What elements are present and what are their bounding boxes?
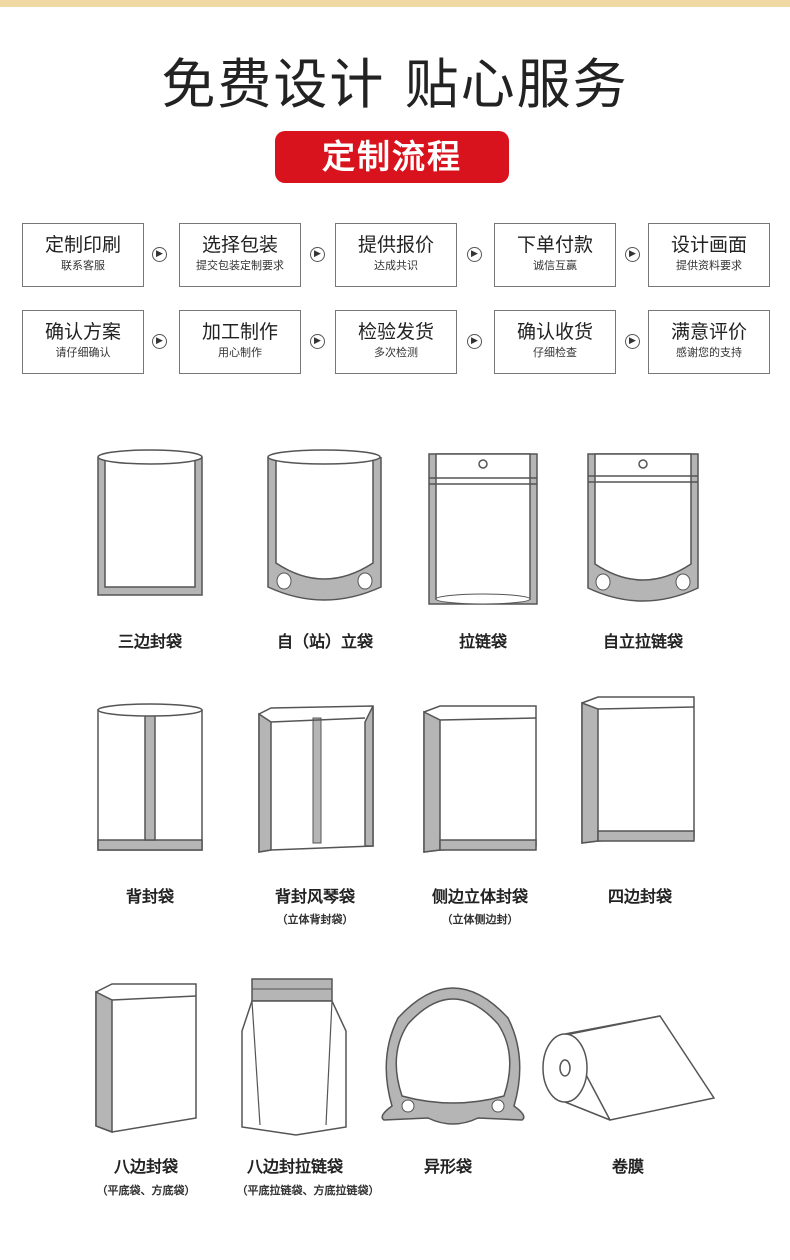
bag-name: 自（站）立袋: [276, 632, 373, 651]
back-seal-gusset-bag-illustration: [253, 700, 378, 860]
step-title: 选择包装: [201, 234, 278, 256]
back-seal-bag-illustration: [90, 700, 210, 858]
step-box: 满意评价感谢您的支持: [648, 310, 770, 374]
chevron-right-icon: ▶: [152, 247, 167, 262]
bag-note: （立体侧边封）: [441, 913, 519, 926]
chevron-right-icon: ▶: [467, 334, 482, 349]
four-side-seal-bag-illustration: [578, 695, 698, 855]
bag-name: 八边封袋: [113, 1157, 178, 1176]
bag-name: 拉链袋: [458, 632, 507, 651]
bag-name: 侧边立体封袋: [431, 887, 528, 906]
chevron-right-icon: ▶: [625, 334, 640, 349]
step-title: 确认方案: [44, 321, 121, 343]
step-box: 加工制作用心制作: [179, 310, 301, 374]
step-subtitle: 感谢您的支持: [676, 346, 742, 359]
process-row-2: 确认方案请仔细确认 ▶ 加工制作用心制作 ▶ 检验发货多次检测 ▶ 确认收货仔细…: [22, 310, 772, 376]
three-side-seal-bag-illustration: [90, 445, 210, 605]
step-box: 检验发货多次检测: [335, 310, 457, 374]
chevron-right-icon: ▶: [625, 247, 640, 262]
step-title: 定制印刷: [44, 234, 121, 256]
step-subtitle: 诚信互赢: [533, 259, 577, 272]
step-box: 确认收货仔细检查: [494, 310, 616, 374]
bag-name: 背封风琴袋: [274, 887, 355, 906]
bag-note: （平底拉链袋、方底拉链袋）: [236, 1184, 380, 1197]
step-box: 提供报价达成共识: [335, 223, 457, 287]
step-subtitle: 提交包装定制要求: [196, 259, 284, 272]
step-box: 下单付款诚信互赢: [494, 223, 616, 287]
step-box: 定制印刷联系客服: [22, 223, 144, 287]
bag-name: 卷膜: [611, 1157, 644, 1176]
step-box: 选择包装提交包装定制要求: [179, 223, 301, 287]
roll-film-illustration: [540, 1010, 720, 1125]
chevron-right-icon: ▶: [310, 334, 325, 349]
step-subtitle: 联系客服: [61, 259, 105, 272]
top-accent-bar: [0, 0, 790, 7]
bag-note: （立体背封袋）: [276, 913, 354, 926]
bag-note: （平底袋、方底袋）: [96, 1184, 196, 1197]
step-subtitle: 请仔细确认: [55, 346, 111, 359]
stand-up-zipper-bag-illustration: [583, 448, 703, 608]
bag-name: 异形袋: [423, 1157, 472, 1176]
bag-name: 三边封袋: [117, 632, 182, 651]
side-gusset-bag-illustration: [420, 700, 540, 860]
bag-name: 自立拉链袋: [602, 632, 683, 651]
zipper-bag-illustration: [423, 448, 543, 608]
stand-up-pouch-illustration: [262, 445, 387, 610]
chevron-right-icon: ▶: [310, 247, 325, 262]
step-subtitle: 仔细检查: [533, 346, 577, 359]
step-subtitle: 提供资料要求: [676, 259, 742, 272]
bag-name: 背封袋: [125, 887, 174, 906]
step-title: 满意评价: [670, 321, 747, 343]
process-badge: 定制流程: [275, 131, 509, 183]
chevron-right-icon: ▶: [467, 247, 482, 262]
step-subtitle: 达成共识: [374, 259, 418, 272]
step-box: 确认方案请仔细确认: [22, 310, 144, 374]
step-title: 设计画面: [670, 234, 747, 256]
step-box: 设计画面提供资料要求: [648, 223, 770, 287]
bag-name: 八边封拉链袋: [246, 1157, 343, 1176]
chevron-right-icon: ▶: [152, 334, 167, 349]
step-title: 加工制作: [201, 321, 278, 343]
flat-bottom-zipper-bag-illustration: [240, 975, 350, 1137]
step-title: 确认收货: [516, 321, 593, 343]
step-subtitle: 用心制作: [218, 346, 262, 359]
flat-bottom-bag-illustration: [90, 978, 202, 1138]
process-row-1: 定制印刷联系客服 ▶ 选择包装提交包装定制要求 ▶ 提供报价达成共识 ▶ 下单付…: [22, 223, 772, 289]
step-title: 检验发货: [357, 321, 434, 343]
shaped-bag-illustration: [378, 978, 528, 1130]
page-title: 免费设计 贴心服务: [161, 53, 629, 116]
step-title: 提供报价: [357, 234, 434, 256]
step-title: 下单付款: [516, 234, 593, 256]
bag-name: 四边封袋: [607, 887, 672, 906]
step-subtitle: 多次检测: [374, 346, 418, 359]
